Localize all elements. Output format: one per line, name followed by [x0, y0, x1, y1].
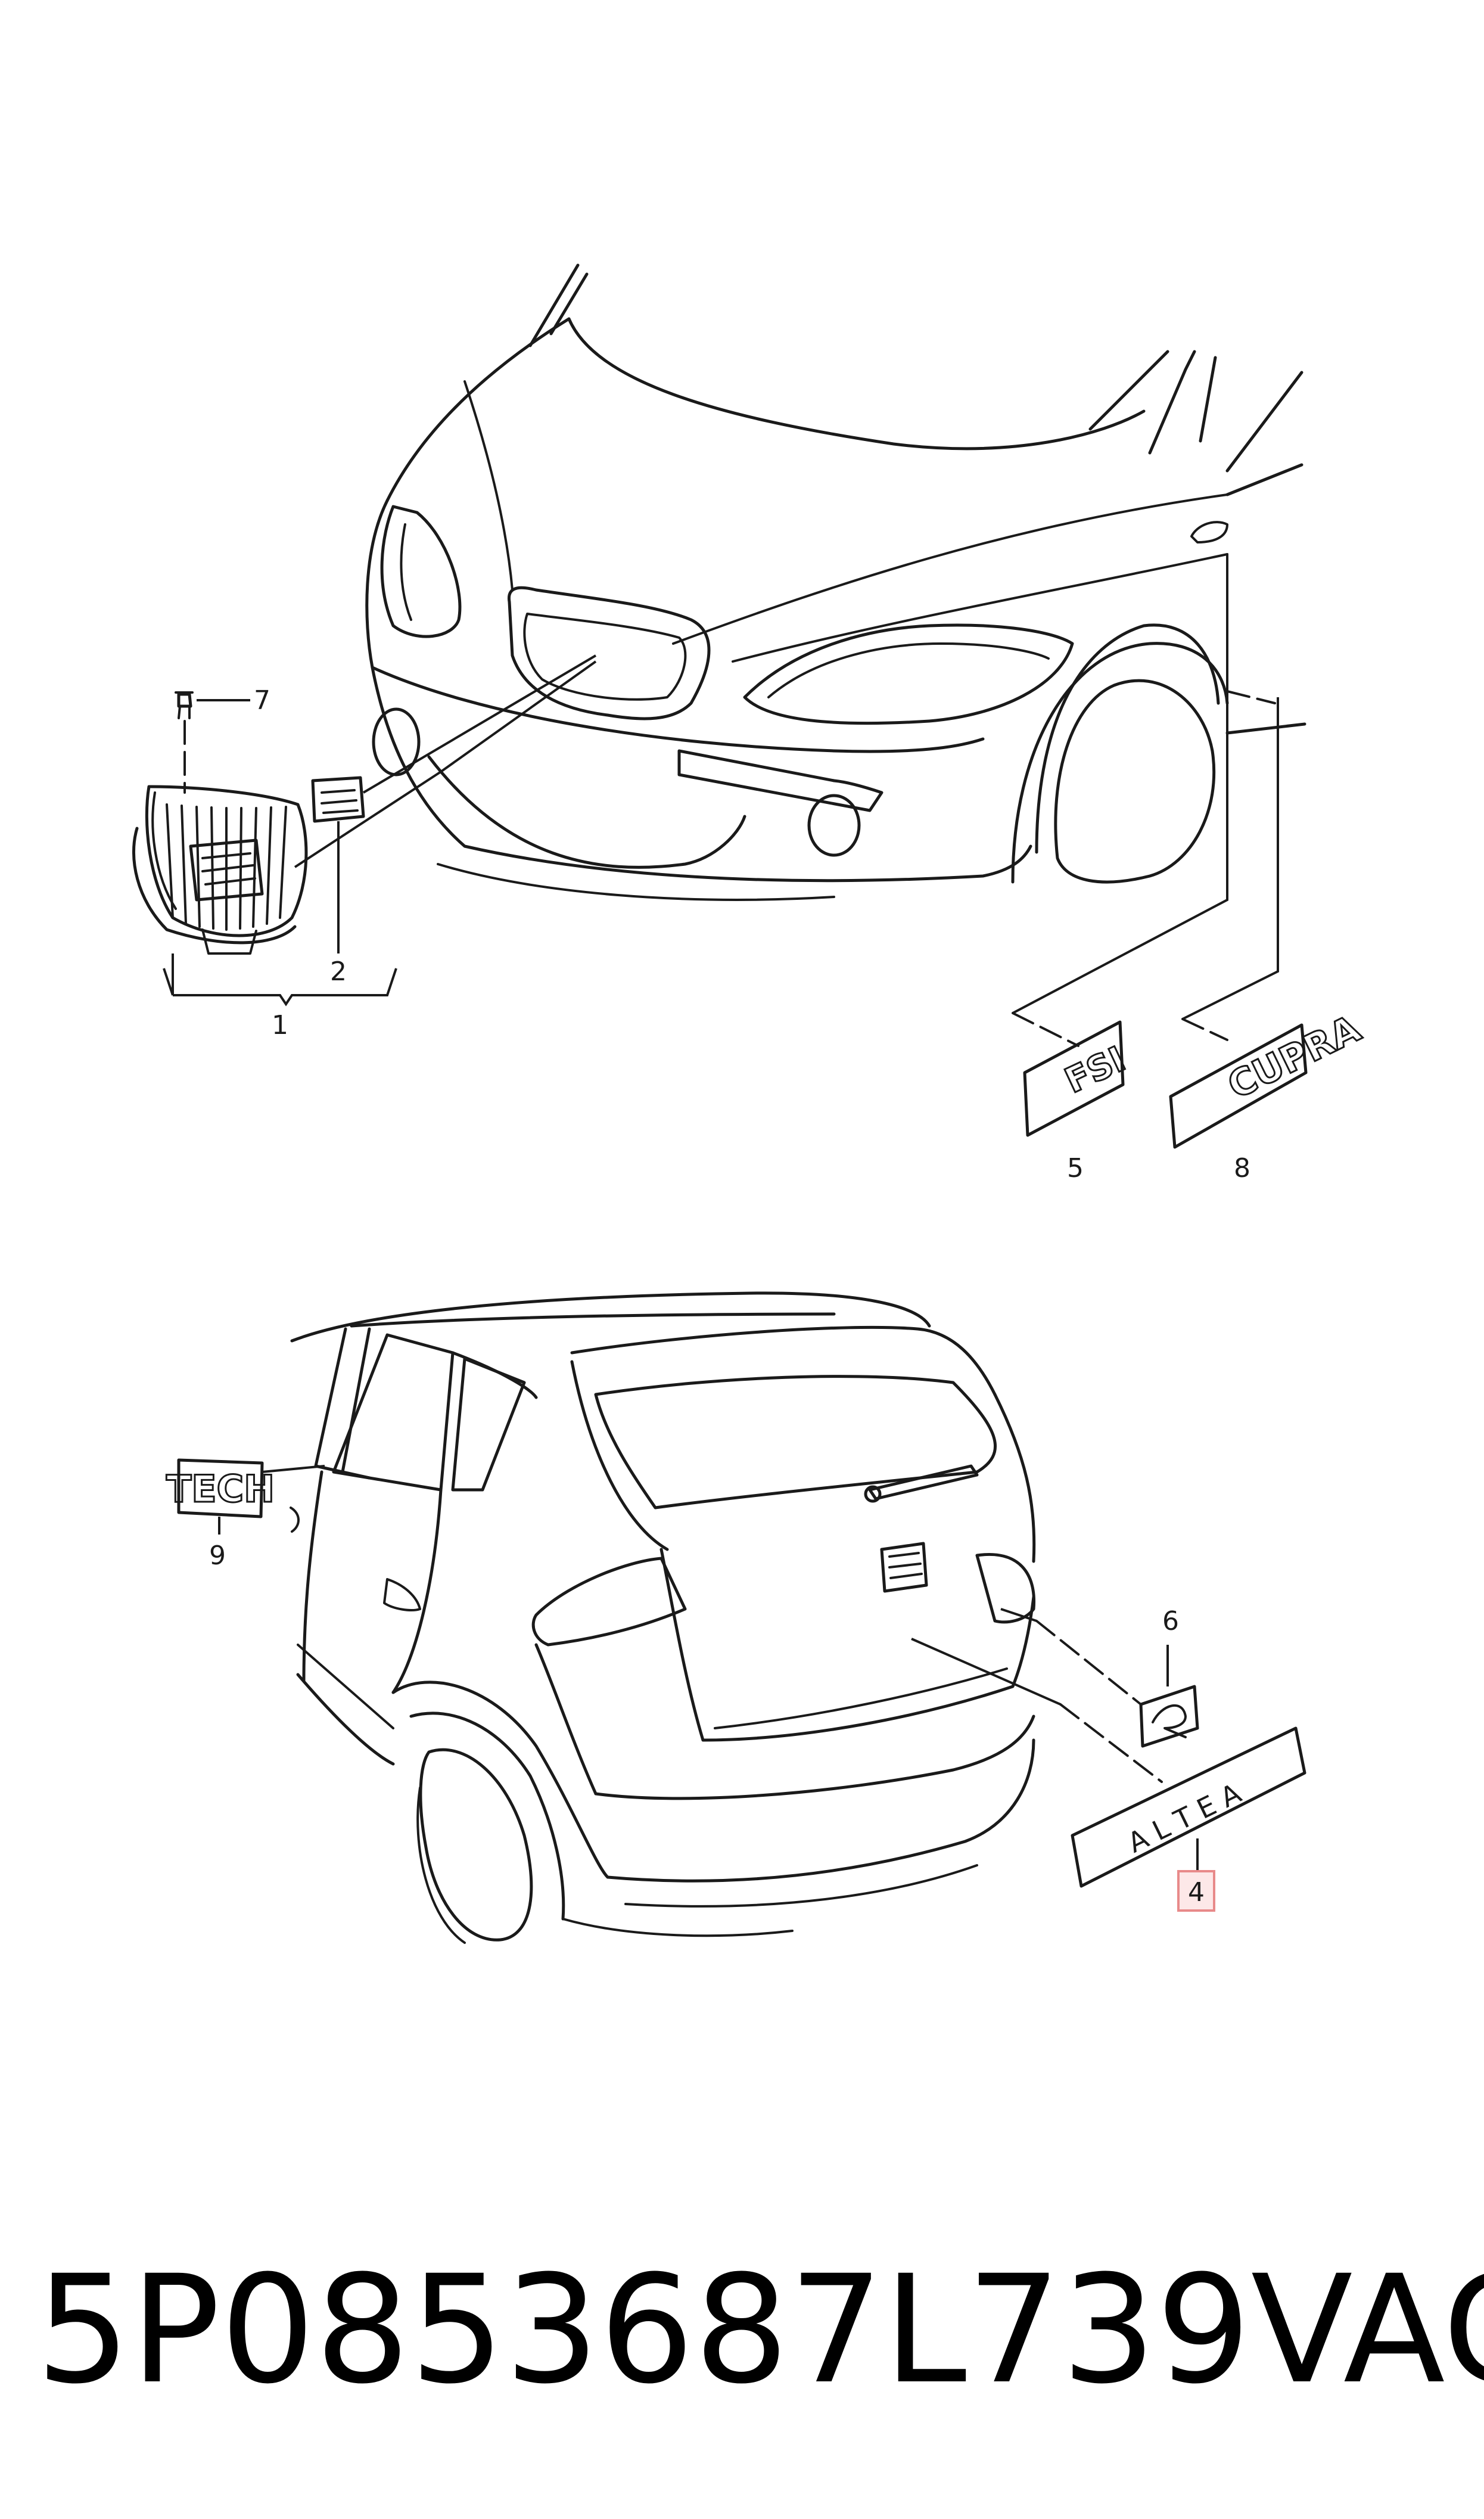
callout-9: 9	[209, 1540, 226, 1571]
altea-badge: A L T E A	[911, 1638, 1306, 1888]
tech-badge-text: TECH	[166, 1467, 275, 1511]
callout-7: 7	[254, 685, 270, 716]
callout-1: 1	[272, 1010, 288, 1040]
grille-assembly	[132, 691, 397, 1007]
brand-label: VAG	[1250, 2243, 1484, 2416]
callout-4-highlight: 4	[1177, 1870, 1215, 1912]
callout-4: 4	[1188, 1877, 1205, 1908]
rear-car-outline	[290, 1291, 1036, 1944]
footer: 5P0853687L739 VAG	[36, 2241, 1484, 2419]
part-number: 5P0853687L739	[36, 2243, 1251, 2416]
callout-5: 5	[1067, 1153, 1084, 1184]
callout-8: 8	[1234, 1153, 1250, 1184]
altea-badge-text: A L T E A	[1122, 1776, 1246, 1859]
front-car-outline	[365, 263, 1306, 901]
r-badge	[1000, 1608, 1199, 1748]
callout-2: 2	[330, 956, 347, 987]
fsi-badge: FSI	[1023, 1020, 1133, 1137]
front-emblem	[294, 654, 597, 953]
tech-badge: TECH	[165, 1458, 325, 1535]
front-side-leaders	[1012, 690, 1279, 1047]
callout-6: 6	[1162, 1606, 1179, 1636]
